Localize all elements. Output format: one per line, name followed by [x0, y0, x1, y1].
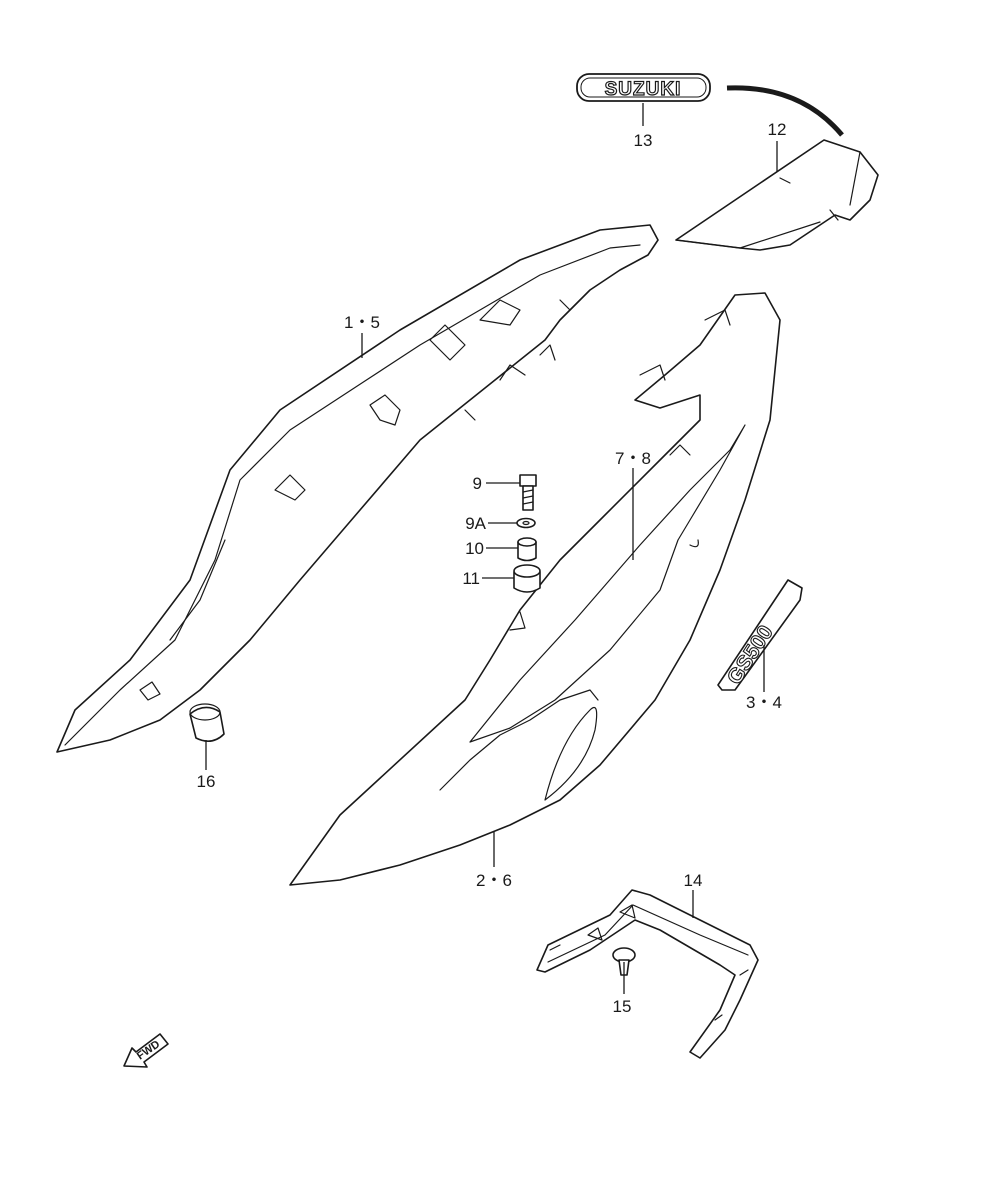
part-10-collar — [517, 537, 537, 562]
part-16-cushion — [189, 703, 225, 742]
callout-1-5: 1・5 — [344, 313, 380, 332]
part-15-rivet — [612, 947, 636, 976]
model-emblem-text: GS500 — [723, 621, 778, 688]
part-1-5-left-frame-cover — [56, 224, 659, 753]
callout-10: 10 — [465, 539, 484, 558]
part-12-tail-cap — [675, 85, 879, 251]
part-9a-washer — [516, 517, 536, 529]
callout-2-6: 2・6 — [476, 871, 512, 890]
part-2-6-right-frame-cover — [289, 292, 781, 886]
callout-9: 9 — [473, 474, 482, 493]
callout-12: 12 — [768, 120, 787, 139]
callout-16: 16 — [197, 772, 216, 791]
brand-emblem-text: SUZUKI — [605, 79, 682, 100]
tail-cap-edge — [726, 85, 844, 137]
callout-9a: 9A — [465, 514, 486, 533]
forward-direction-arrow: FWD — [123, 1033, 169, 1068]
part-9-bolt — [519, 474, 537, 511]
callout-14: 14 — [684, 871, 703, 890]
part-14-bracket — [536, 889, 759, 1059]
part-13-brand-emblem: SUZUKI — [576, 73, 711, 102]
part-11-grommet — [513, 564, 541, 593]
callout-3-4: 3・4 — [746, 693, 782, 712]
callout-13: 13 — [634, 131, 653, 150]
part-3-4-model-emblem: GS500 — [717, 579, 803, 691]
callout-7-8: 7・8 — [615, 449, 651, 468]
callout-15: 15 — [613, 997, 632, 1016]
leader-lines — [205, 103, 778, 994]
callout-11: 11 — [462, 569, 480, 588]
